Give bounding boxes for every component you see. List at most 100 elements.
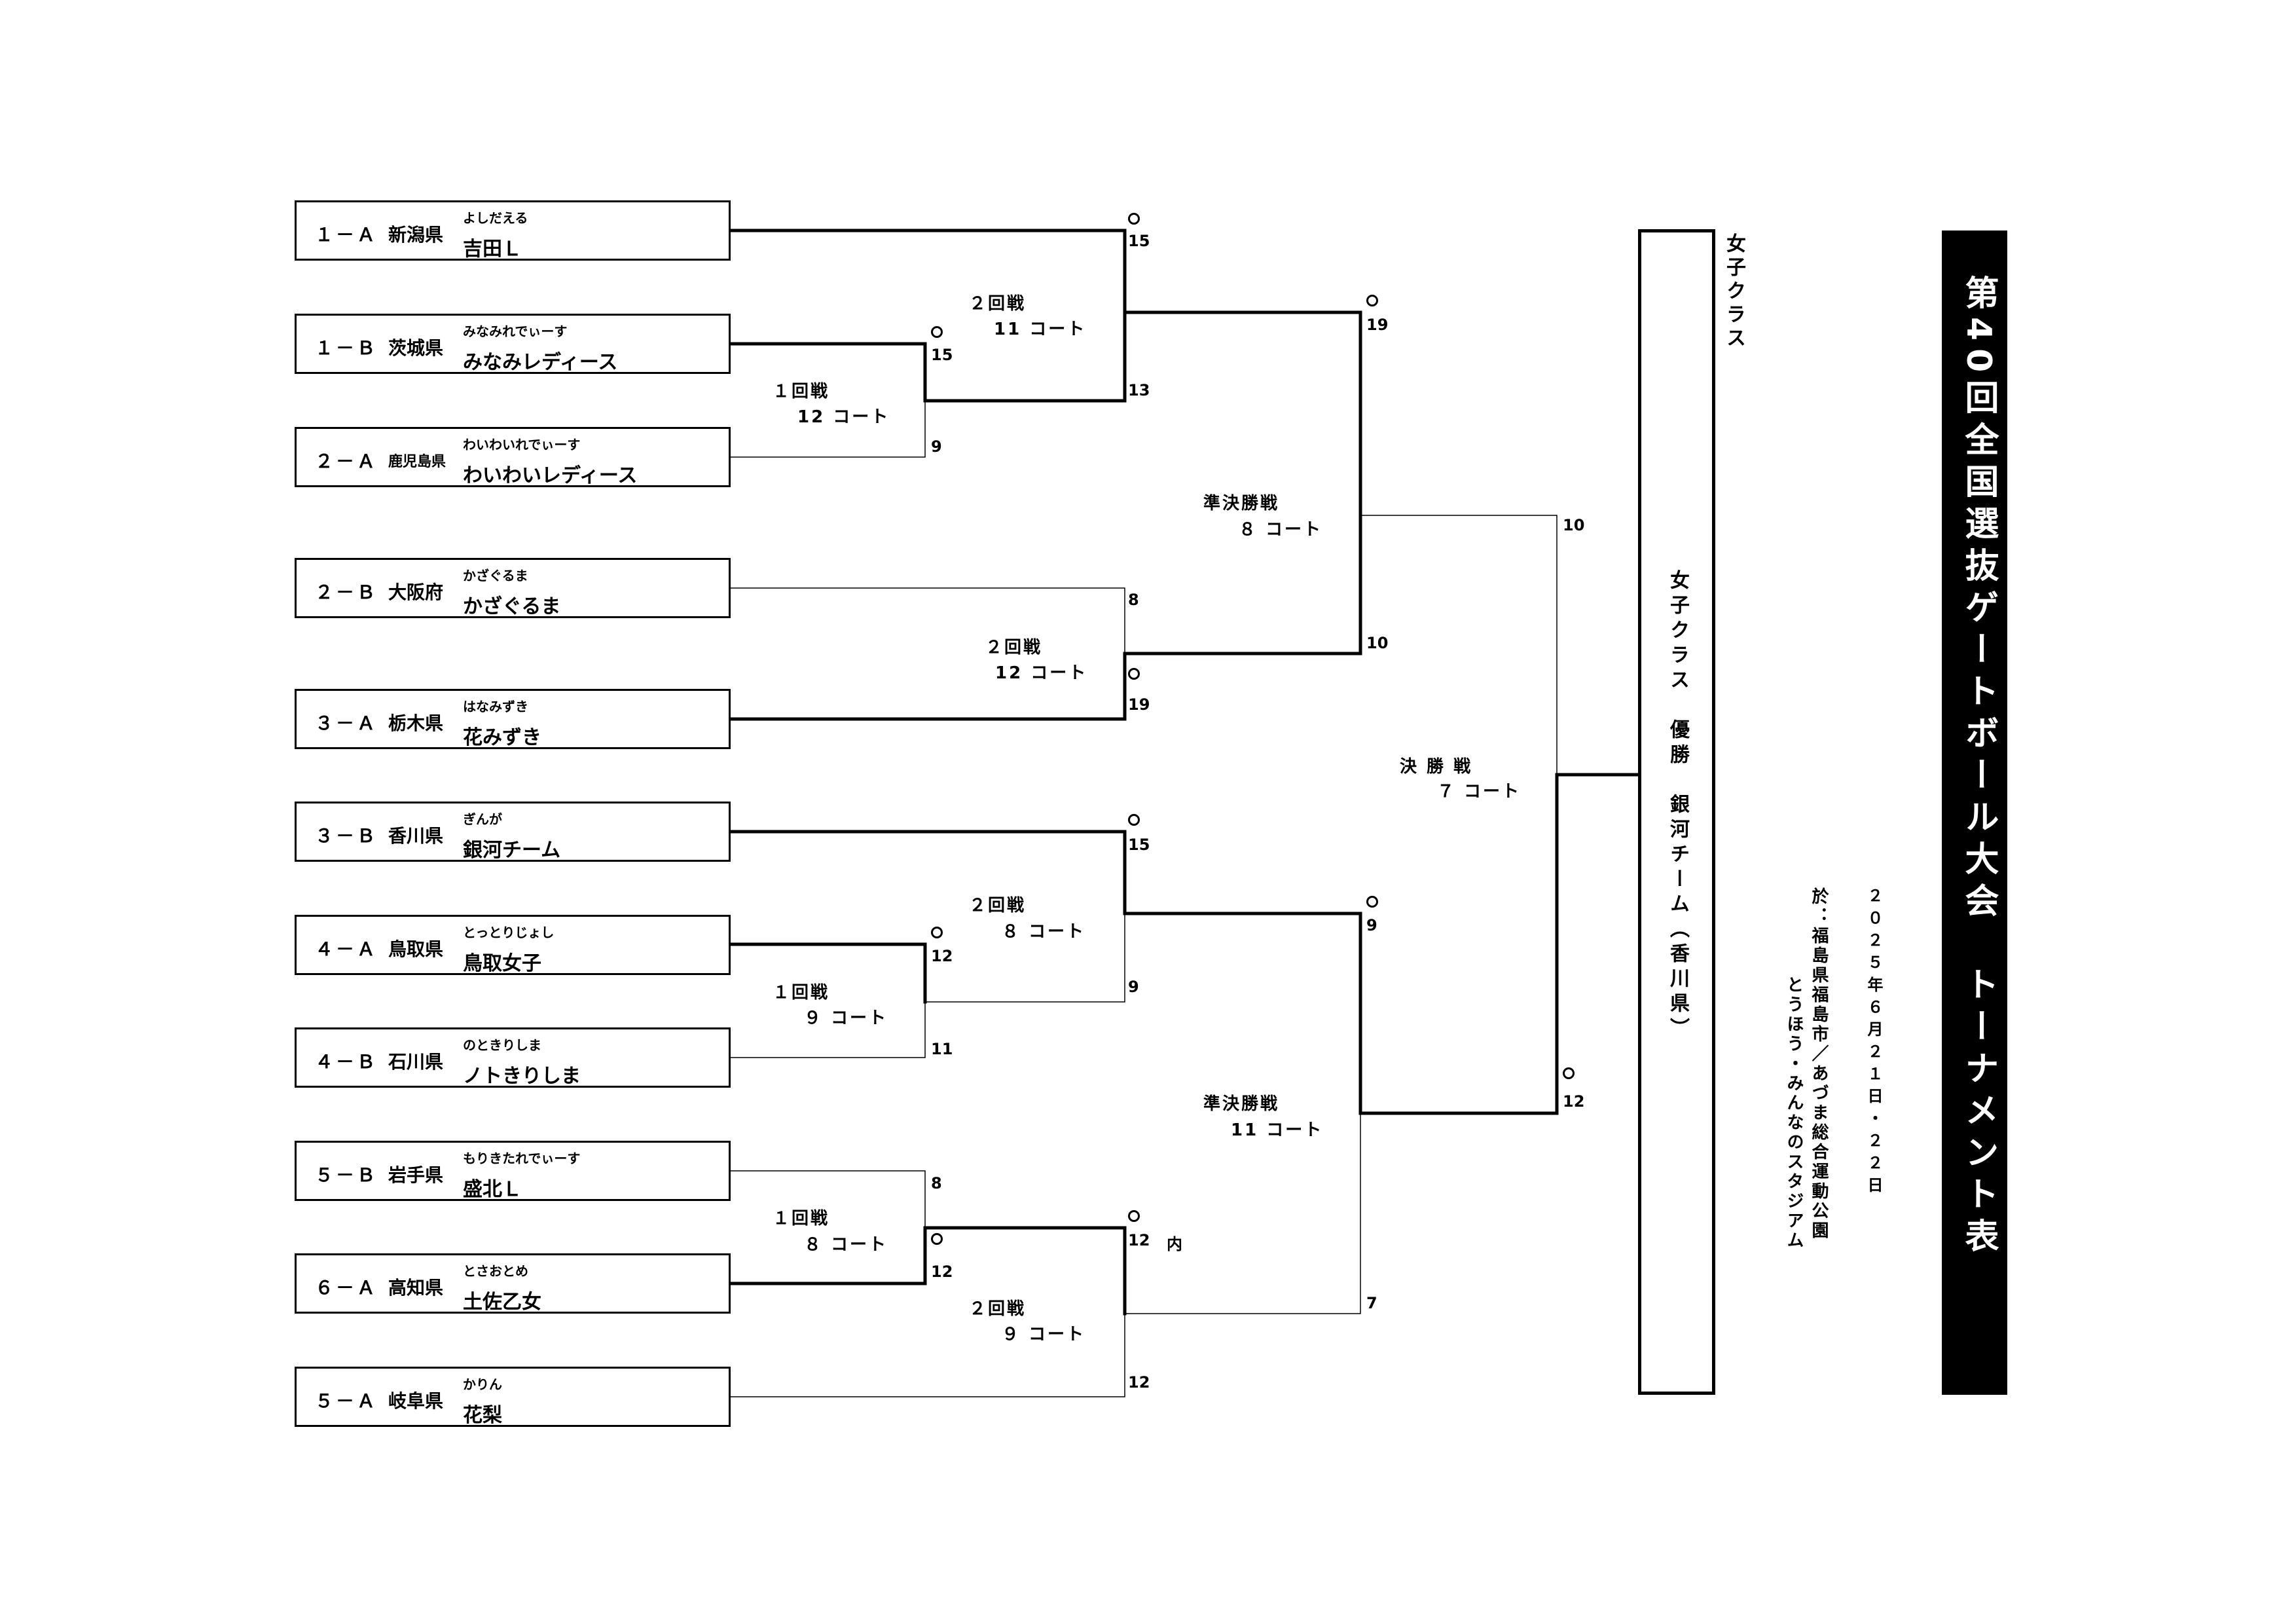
team-prefecture: 新潟県 <box>388 224 444 246</box>
bracket-line <box>1123 912 1362 1115</box>
title-bar <box>1942 231 2007 1395</box>
team-name: 銀河チーム <box>463 839 561 862</box>
bracket-line <box>730 587 1125 654</box>
bracket-line <box>730 1170 926 1228</box>
team-ruby: のときりしま <box>463 1037 541 1053</box>
round-label: １回戦 <box>773 382 830 401</box>
round-label: １回戦 <box>773 983 830 1003</box>
score: 12 <box>1563 1092 1585 1111</box>
team-code: ２－Ｂ <box>315 581 378 603</box>
score: 12 <box>1128 1373 1150 1392</box>
round-label: 準決勝戦 <box>1203 494 1280 513</box>
round-label: ２回戦 <box>969 896 1027 915</box>
win-mark-icon <box>1128 668 1140 680</box>
team-code: ４－Ｂ <box>315 1051 378 1073</box>
team-box: ６－Ａ 高知県 とさおとめ 土佐乙女 <box>295 1253 731 1314</box>
team-prefecture: 茨城県 <box>388 337 444 359</box>
team-name: 花梨 <box>463 1404 502 1427</box>
score: 8 <box>1128 591 1139 609</box>
win-mark-icon <box>931 1233 943 1245</box>
team-ruby: とっとりじょし <box>463 925 555 940</box>
round-label: ２回戦 <box>969 294 1027 314</box>
page-title: 第40回全国選抜ゲートボール大会 トーナメント表 <box>1959 275 1998 1261</box>
court-label: 11 コート <box>1231 1120 1324 1140</box>
team-name: 土佐乙女 <box>463 1291 541 1314</box>
bracket-line <box>729 942 927 1004</box>
bracket-line <box>923 310 1127 403</box>
team-box: ４－Ａ 鳥取県 とっとりじょし 鳥取女子 <box>295 915 731 975</box>
win-mark-icon <box>1366 896 1378 908</box>
round-label: 決 勝 戦 <box>1400 757 1473 777</box>
win-mark-icon <box>931 326 943 338</box>
team-prefecture: 岐阜県 <box>388 1390 444 1412</box>
team-name: ノトきりしま <box>463 1065 581 1088</box>
court-label: ９ コート <box>1002 1325 1086 1344</box>
round-label: 準決勝戦 <box>1203 1094 1280 1114</box>
team-code: １－Ｂ <box>315 337 378 359</box>
team-ruby: わいわいれでぃーす <box>463 437 581 452</box>
team-code: ６－Ａ <box>315 1277 378 1299</box>
team-box: １－Ａ 新潟県 よしだえる 吉田Ｌ <box>295 200 731 261</box>
win-mark-icon <box>1366 295 1378 306</box>
bracket-line <box>729 830 1127 915</box>
team-name: 吉田Ｌ <box>463 238 522 261</box>
team-name: 盛北Ｌ <box>463 1178 522 1201</box>
team-code: ２－Ａ <box>315 451 378 472</box>
team-code: ５－Ｂ <box>315 1164 378 1186</box>
bracket-line <box>923 1226 1127 1316</box>
team-box: １－Ｂ 茨城県 みなみれでぃーす みなみレディース <box>295 314 731 374</box>
court-label: ７ コート <box>1437 782 1522 802</box>
win-mark-icon <box>1128 814 1140 826</box>
team-box: ５－Ｂ 岩手県 もりきたれでぃーす 盛北Ｌ <box>295 1141 731 1201</box>
bracket-line <box>730 1001 926 1058</box>
bracket-line <box>729 1226 927 1285</box>
score-note: 内 <box>1167 1235 1182 1253</box>
team-code: ５－Ａ <box>315 1390 378 1412</box>
bracket-line <box>1358 773 1559 1115</box>
bracket-line <box>729 229 1127 314</box>
class-label: 女子クラス <box>1722 233 1745 351</box>
team-name: わいわいレディース <box>463 464 638 487</box>
score: 15 <box>1128 836 1150 854</box>
bracket-line <box>729 652 1127 721</box>
score: 7 <box>1366 1294 1377 1312</box>
bracket-line <box>730 400 926 458</box>
round-label: ２回戦 <box>969 1299 1027 1319</box>
score: 10 <box>1563 516 1585 534</box>
score: 10 <box>1366 634 1389 652</box>
team-ruby: よしだえる <box>463 210 528 226</box>
team-box: ５－Ａ 岐阜県 かりん 花梨 <box>295 1367 731 1427</box>
court-label: ８ コート <box>804 1235 888 1255</box>
score: 12 <box>931 947 953 965</box>
win-mark-icon <box>1128 213 1140 225</box>
team-code: ４－Ａ <box>315 938 378 960</box>
score: 9 <box>931 437 942 456</box>
win-mark-icon <box>1128 1210 1140 1222</box>
bracket-line <box>729 342 927 403</box>
score: 12 <box>931 1263 953 1281</box>
bracket-line <box>1360 515 1558 775</box>
team-box: ２－Ａ 鹿児島県 わいわいれでぃーす わいわいレディース <box>295 427 731 487</box>
team-name: かざぐるま <box>463 595 561 618</box>
team-name: みなみレディース <box>463 351 618 374</box>
team-prefecture: 岩手県 <box>388 1164 444 1186</box>
champion-text: 女子クラス 優勝 銀河チーム（香川県） <box>1666 570 1689 1043</box>
team-box: ３－Ｂ 香川県 ぎんが 銀河チーム <box>295 802 731 862</box>
team-prefecture: 香川県 <box>388 825 444 847</box>
score: 19 <box>1128 695 1150 714</box>
court-label: ８ コート <box>1239 520 1323 540</box>
team-ruby: とさおとめ <box>463 1263 528 1279</box>
team-ruby: かりん <box>463 1376 502 1392</box>
court-label: ９ コート <box>804 1008 888 1028</box>
score: 15 <box>1128 232 1150 250</box>
team-prefecture: 鳥取県 <box>388 938 444 960</box>
team-code: １－Ａ <box>315 224 378 246</box>
team-name: 花みずき <box>463 726 541 749</box>
team-name: 鳥取女子 <box>463 952 541 975</box>
team-code: ３－Ａ <box>315 712 378 734</box>
score: 15 <box>931 346 953 364</box>
score: 9 <box>1366 916 1377 934</box>
team-prefecture: 大阪府 <box>388 581 444 603</box>
